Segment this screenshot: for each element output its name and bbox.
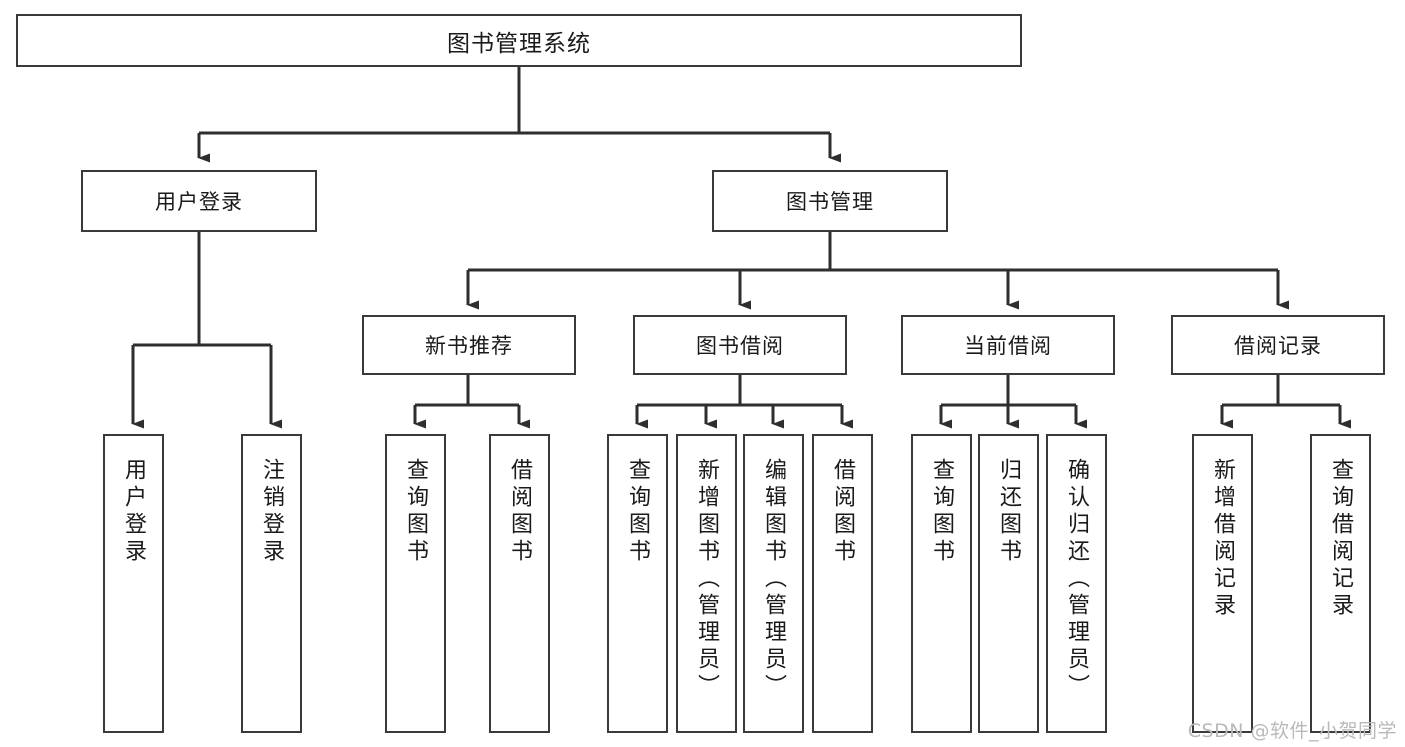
leaf-bb-borrow-book[interactable]: 借阅图书: [812, 434, 873, 733]
node-root-system[interactable]: 图书管理系统: [16, 14, 1022, 67]
node-label: 查询图书: [403, 458, 429, 566]
node-book-borrow[interactable]: 图书借阅: [633, 315, 847, 375]
node-label: 注销登录: [259, 458, 285, 566]
node-label: 图书管理: [786, 190, 874, 214]
node-label: 图书管理系统: [447, 30, 591, 57]
leaf-cb-return-book[interactable]: 归还图书: [978, 434, 1039, 733]
node-label: 查询图书: [625, 458, 651, 566]
node-book-manage[interactable]: 图书管理: [712, 170, 948, 232]
leaf-bb-query-book[interactable]: 查询图书: [607, 434, 668, 733]
node-label: 借阅图书: [507, 458, 533, 566]
node-label: 新增借阅记录: [1210, 458, 1236, 620]
node-label: 归还图书: [996, 458, 1022, 566]
leaf-br-add-record[interactable]: 新增借阅记录: [1192, 434, 1253, 733]
node-label: 查询借阅记录: [1328, 458, 1354, 620]
leaf-br-query-record[interactable]: 查询借阅记录: [1310, 434, 1371, 733]
node-label: 用户登录: [155, 190, 243, 214]
node-label: 编辑图书（管理员）: [761, 458, 787, 701]
node-label: 新增图书（管理员）: [694, 458, 720, 701]
leaf-nbr-query-book[interactable]: 查询图书: [385, 434, 446, 733]
node-user-login[interactable]: 用户登录: [81, 170, 317, 232]
node-label: 用户登录: [121, 458, 147, 566]
leaf-cb-query-book[interactable]: 查询图书: [911, 434, 972, 733]
node-label: 当前借阅: [964, 334, 1052, 358]
node-label: 新书推荐: [425, 334, 513, 358]
leaf-bb-add-book[interactable]: 新增图书（管理员）: [676, 434, 737, 733]
leaf-cb-confirm-return[interactable]: 确认归还（管理员）: [1046, 434, 1107, 733]
leaf-nbr-borrow-book[interactable]: 借阅图书: [489, 434, 550, 733]
node-label: 查询图书: [929, 458, 955, 566]
node-label: 借阅图书: [830, 458, 856, 566]
leaf-user-login[interactable]: 用户登录: [103, 434, 164, 733]
node-label: 借阅记录: [1234, 334, 1322, 358]
node-label: 图书借阅: [696, 334, 784, 358]
node-borrow-record[interactable]: 借阅记录: [1171, 315, 1385, 375]
node-new-book-recommend[interactable]: 新书推荐: [362, 315, 576, 375]
leaf-bb-edit-book[interactable]: 编辑图书（管理员）: [743, 434, 804, 733]
leaf-logout[interactable]: 注销登录: [241, 434, 302, 733]
node-label: 确认归还（管理员）: [1064, 458, 1090, 701]
node-current-borrow[interactable]: 当前借阅: [901, 315, 1115, 375]
